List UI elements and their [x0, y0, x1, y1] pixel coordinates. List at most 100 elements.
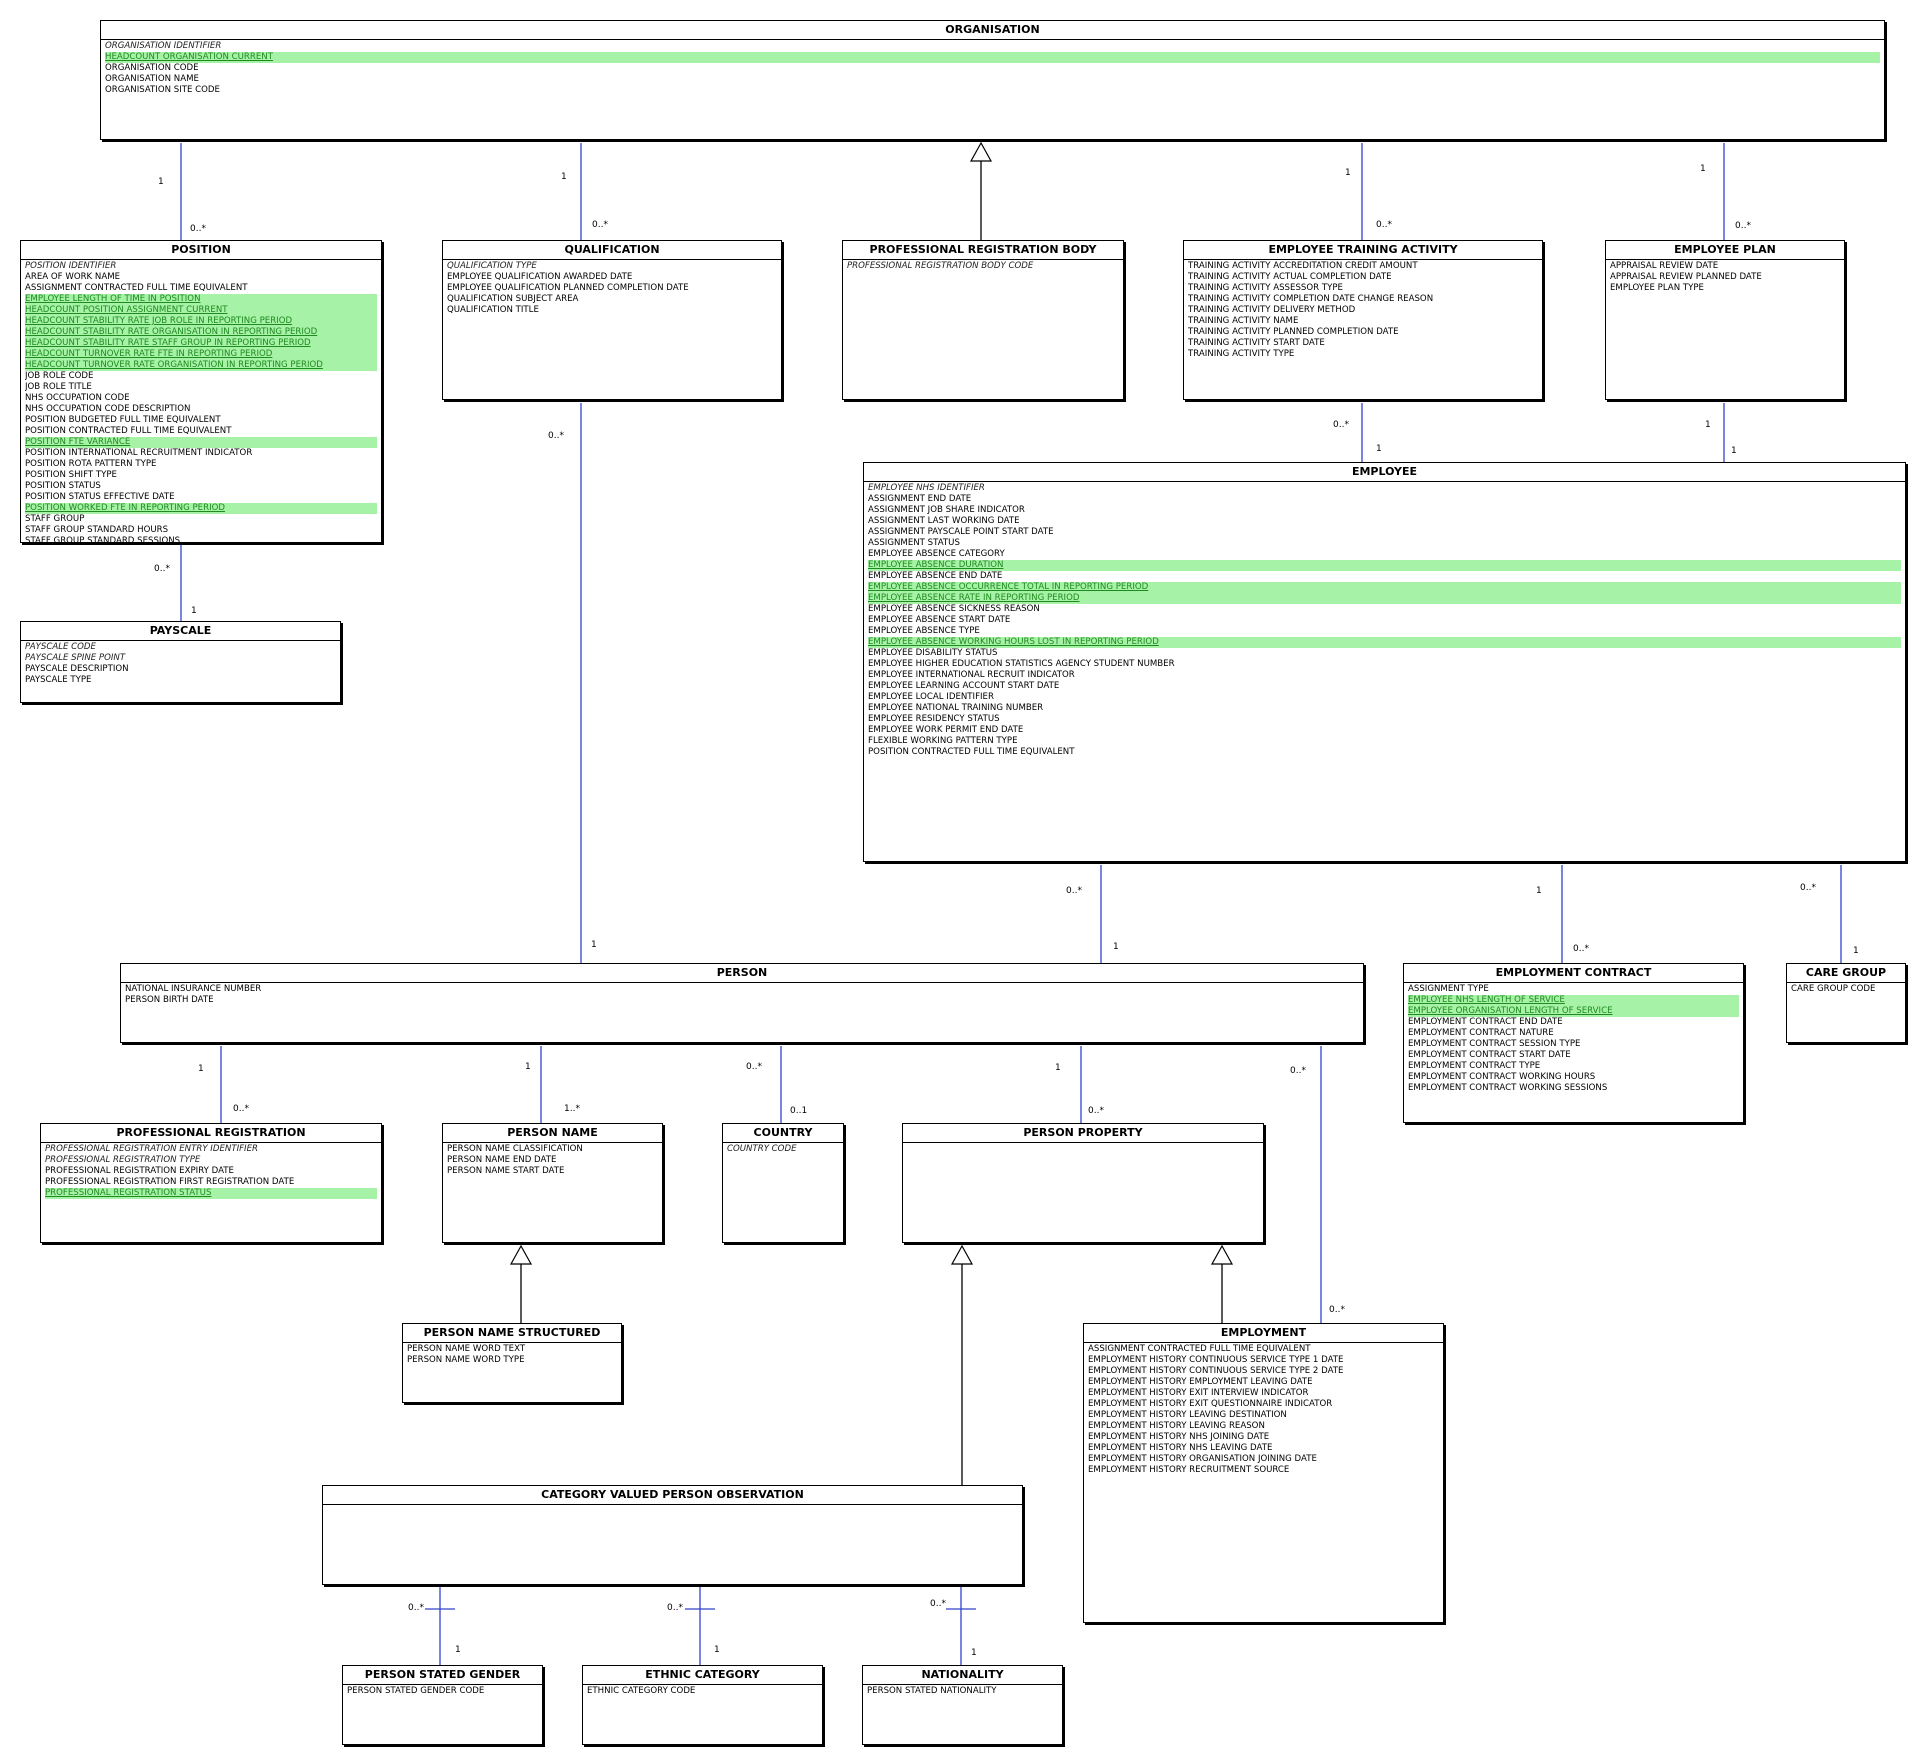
- attribute-key: PROFESSIONAL REGISTRATION ENTRY IDENTIFI…: [45, 1144, 258, 1154]
- attribute: ASSIGNMENT JOB SHARE INDICATOR: [868, 505, 1025, 515]
- attribute-list: COUNTRY CODE: [723, 1143, 843, 1157]
- attribute-highlighted: EMPLOYEE ABSENCE WORKING HOURS LOST IN R…: [868, 637, 1901, 648]
- attribute: PERSON NAME CLASSIFICATION: [447, 1144, 583, 1154]
- multiplicity-label: 1: [198, 1064, 204, 1074]
- multiplicity-label: 1: [525, 1062, 531, 1072]
- attribute-key: POSITION IDENTIFIER: [25, 261, 117, 271]
- multiplicity-label: 0..*: [548, 431, 564, 441]
- multiplicity-label: 1: [158, 177, 164, 187]
- multiplicity-label: 1: [1705, 420, 1711, 430]
- attribute: EMPLOYMENT CONTRACT WORKING HOURS: [1408, 1072, 1596, 1082]
- attribute: EMPLOYMENT HISTORY CONTINUOUS SERVICE TY…: [1088, 1366, 1344, 1376]
- generalisation-arrowhead: [1210, 1244, 1234, 1265]
- attribute-list: PERSON STATED NATIONALITY: [863, 1685, 1062, 1699]
- attribute: ORGANISATION NAME: [105, 74, 199, 84]
- attribute: PERSON STATED GENDER CODE: [347, 1686, 485, 1696]
- multiplicity-label: 0..*: [746, 1062, 762, 1072]
- attribute: POSITION STATUS: [25, 481, 101, 491]
- attribute: PROFESSIONAL REGISTRATION FIRST REGISTRA…: [45, 1177, 295, 1187]
- attribute: POSITION ROTA PATTERN TYPE: [25, 459, 157, 469]
- attribute: ASSIGNMENT TYPE: [1408, 984, 1489, 994]
- entity-title: PERSON NAME STRUCTURED: [403, 1324, 621, 1343]
- multiplicity-label: 1: [1345, 168, 1351, 178]
- attribute-list: CARE GROUP CODE: [1787, 983, 1905, 997]
- generalisation-arrowhead: [950, 1244, 974, 1265]
- attribute-highlighted: POSITION WORKED FTE IN REPORTING PERIOD: [25, 503, 377, 514]
- attribute-list: ASSIGNMENT CONTRACTED FULL TIME EQUIVALE…: [1084, 1343, 1443, 1478]
- attribute: EMPLOYMENT HISTORY EXIT INTERVIEW INDICA…: [1088, 1388, 1309, 1398]
- attribute: ASSIGNMENT PAYSCALE POINT START DATE: [868, 527, 1054, 537]
- multiplicity-label: 1: [1731, 446, 1737, 456]
- attribute: EMPLOYMENT CONTRACT TYPE: [1408, 1061, 1541, 1071]
- entity-title: CARE GROUP: [1787, 964, 1905, 983]
- attribute: EMPLOYMENT CONTRACT START DATE: [1408, 1050, 1571, 1060]
- attribute-list: TRAINING ACTIVITY ACCREDITATION CREDIT A…: [1184, 260, 1542, 362]
- attribute-highlighted: HEADCOUNT TURNOVER RATE FTE IN REPORTING…: [25, 349, 377, 360]
- entity-title: PERSON STATED GENDER: [343, 1666, 542, 1685]
- multiplicity-label: 0..*: [233, 1104, 249, 1114]
- attribute-highlighted: EMPLOYEE ORGANISATION LENGTH OF SERVICE: [1408, 1006, 1739, 1017]
- attribute: EMPLOYEE PLAN TYPE: [1610, 283, 1704, 293]
- attribute: JOB ROLE TITLE: [25, 382, 92, 392]
- attribute: TRAINING ACTIVITY TYPE: [1188, 349, 1295, 359]
- attribute: PERSON STATED NATIONALITY: [867, 1686, 997, 1696]
- entity-title: COUNTRY: [723, 1124, 843, 1143]
- attribute: EMPLOYEE RESIDENCY STATUS: [868, 714, 1000, 724]
- attribute: ASSIGNMENT STATUS: [868, 538, 960, 548]
- attribute: EMPLOYMENT HISTORY CONTINUOUS SERVICE TY…: [1088, 1355, 1344, 1365]
- attribute: ORGANISATION SITE CODE: [105, 85, 220, 95]
- multiplicity-label: 1: [1853, 946, 1859, 956]
- attribute: POSITION INTERNATIONAL RECRUITMENT INDIC…: [25, 448, 253, 458]
- entity-title: ETHNIC CATEGORY: [583, 1666, 822, 1685]
- attribute-highlighted: HEADCOUNT ORGANISATION CURRENT: [105, 52, 1880, 63]
- attribute: PERSON NAME WORD TYPE: [407, 1355, 525, 1365]
- attribute: ASSIGNMENT CONTRACTED FULL TIME EQUIVALE…: [1088, 1344, 1311, 1354]
- attribute-highlighted: HEADCOUNT TURNOVER RATE ORGANISATION IN …: [25, 360, 377, 371]
- attribute: PERSON BIRTH DATE: [125, 995, 214, 1005]
- entity-cat-obs: CATEGORY VALUED PERSON OBSERVATION: [322, 1485, 1023, 1585]
- attribute: EMPLOYMENT CONTRACT NATURE: [1408, 1028, 1554, 1038]
- attribute-highlighted: EMPLOYEE ABSENCE OCCURRENCE TOTAL IN REP…: [868, 582, 1901, 593]
- multiplicity-label: 0..*: [667, 1603, 683, 1613]
- attribute: PAYSCALE TYPE: [25, 675, 92, 685]
- attribute: EMPLOYMENT HISTORY EMPLOYMENT LEAVING DA…: [1088, 1377, 1313, 1387]
- attribute-key: QUALIFICATION TYPE: [447, 261, 537, 271]
- attribute-list: [323, 1505, 1022, 1508]
- attribute-highlighted: EMPLOYEE LENGTH OF TIME IN POSITION: [25, 294, 377, 305]
- multiplicity-label: 0..*: [408, 1603, 424, 1613]
- attribute: PERSON NAME WORD TEXT: [407, 1344, 526, 1354]
- entity-title: ORGANISATION: [101, 21, 1884, 40]
- attribute: EMPLOYMENT HISTORY EXIT QUESTIONNAIRE IN…: [1088, 1399, 1333, 1409]
- attribute: TRAINING ACTIVITY COMPLETION DATE CHANGE…: [1188, 294, 1434, 304]
- attribute: EMPLOYEE ABSENCE TYPE: [868, 626, 980, 636]
- entity-title: EMPLOYMENT CONTRACT: [1404, 964, 1743, 983]
- multiplicity-label: 0..*: [1066, 886, 1082, 896]
- attribute-highlighted: HEADCOUNT STABILITY RATE ORGANISATION IN…: [25, 327, 377, 338]
- attribute: TRAINING ACTIVITY ASSESSOR TYPE: [1188, 283, 1343, 293]
- attribute: EMPLOYEE WORK PERMIT END DATE: [868, 725, 1024, 735]
- attribute: PERSON NAME START DATE: [447, 1166, 565, 1176]
- attribute: TRAINING ACTIVITY ACTUAL COMPLETION DATE: [1188, 272, 1392, 282]
- attribute-key: PAYSCALE CODE: [25, 642, 96, 652]
- attribute: QUALIFICATION SUBJECT AREA: [447, 294, 579, 304]
- attribute: EMPLOYEE NATIONAL TRAINING NUMBER: [868, 703, 1044, 713]
- generalisation-arrowhead: [969, 141, 993, 162]
- attribute: EMPLOYMENT HISTORY NHS LEAVING DATE: [1088, 1443, 1273, 1453]
- attribute: EMPLOYMENT HISTORY RECRUITMENT SOURCE: [1088, 1465, 1290, 1475]
